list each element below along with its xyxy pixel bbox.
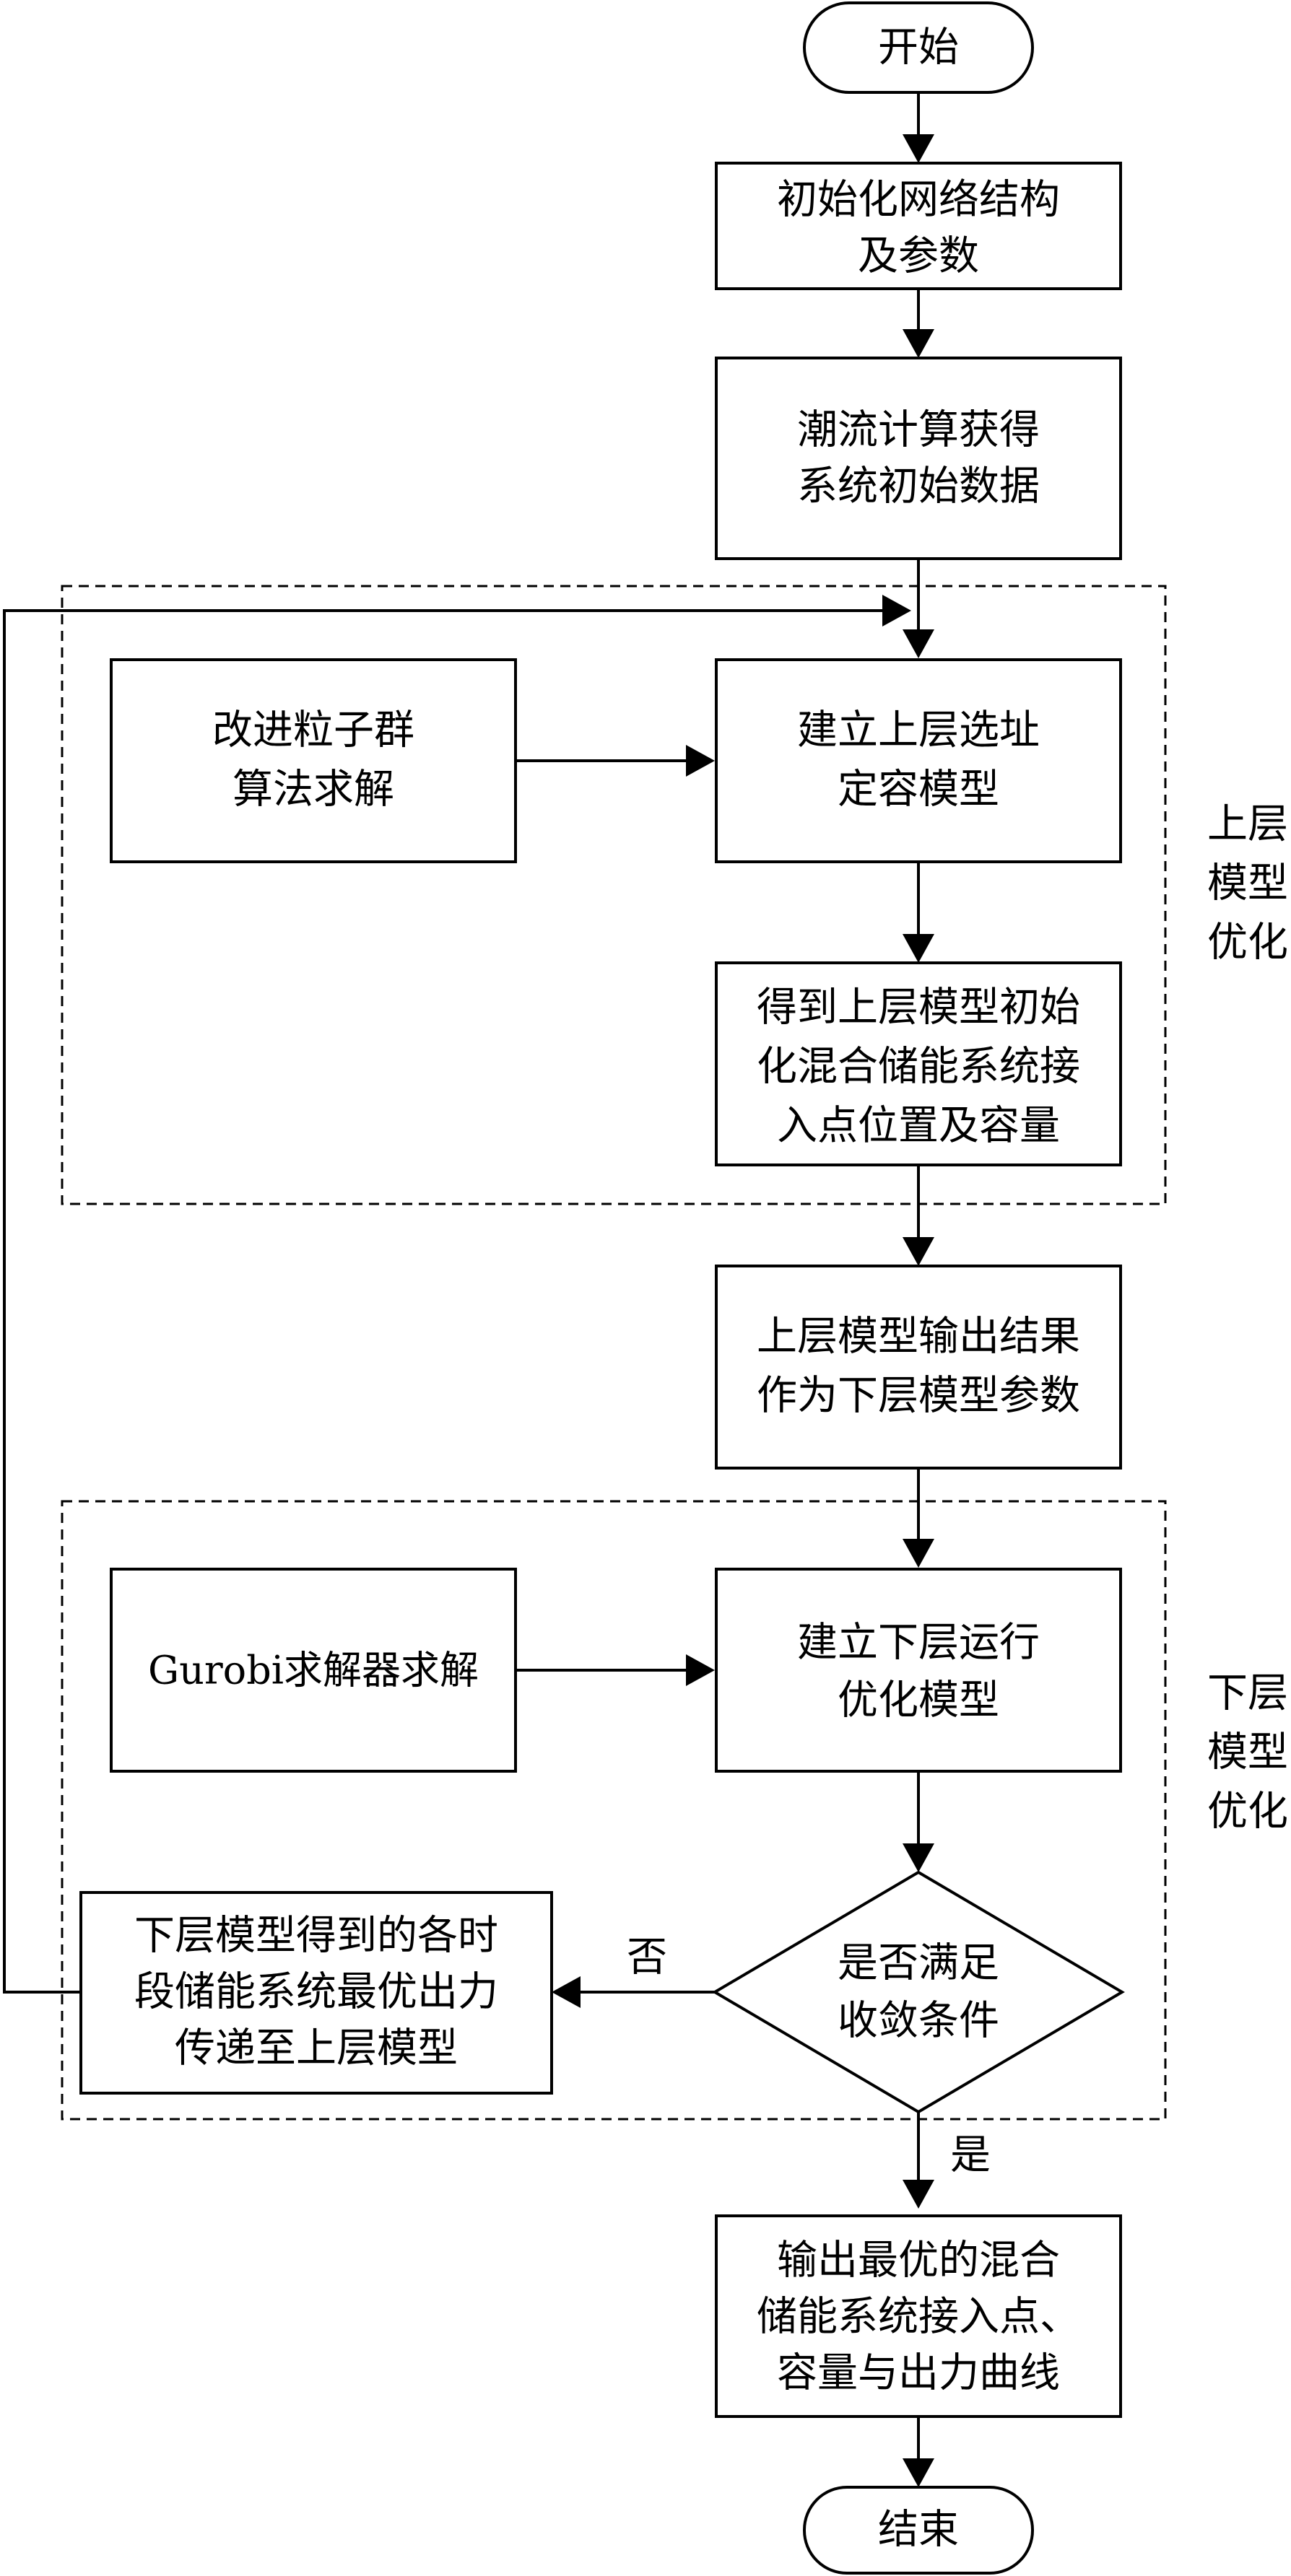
- lower-group-label-line1: 下层: [1207, 1670, 1288, 1717]
- upper-result-label-line1: 得到上层模型初始: [757, 984, 1080, 1031]
- arrowhead: [882, 595, 911, 626]
- pso-label-line1: 改进粒子群: [212, 707, 414, 754]
- power-flow-label-line1: 潮流计算获得: [797, 407, 1040, 454]
- feedback-box: [79, 1891, 553, 2095]
- arrowhead: [903, 2180, 934, 2209]
- arrowhead: [903, 2458, 934, 2487]
- lower-model-box: [715, 1568, 1122, 1773]
- arrowhead: [903, 1843, 934, 1872]
- lower-group-label-line2: 模型: [1207, 1729, 1288, 1776]
- upper-group-label-line1: 上层: [1207, 801, 1288, 848]
- upper-model-label-line2: 定容模型: [838, 767, 999, 813]
- upper-model-label-line1: 建立上层选址: [797, 707, 1040, 754]
- feedback-label-line3: 传递至上层模型: [175, 2025, 458, 2072]
- arrowhead: [903, 1539, 934, 1568]
- start-label: 开始: [878, 25, 959, 71]
- upper-group-label-line3: 优化: [1207, 920, 1288, 966]
- arrowhead: [903, 329, 934, 358]
- arrowhead: [686, 745, 715, 777]
- upper-result-label-line3: 入点位置及容量: [777, 1103, 1060, 1150]
- final-output-label-line3: 容量与出力曲线: [777, 2350, 1060, 2397]
- start-terminal: [803, 1, 1034, 94]
- gurobi-solver-box: [110, 1568, 517, 1773]
- arrowhead: [903, 134, 934, 163]
- upper-result-box: [715, 961, 1122, 1166]
- arrowhead: [903, 629, 934, 658]
- init-box: [715, 162, 1122, 290]
- upper-output-label-line1: 上层模型输出结果: [757, 1314, 1080, 1361]
- lower-model-label-line2: 优化模型: [838, 1677, 999, 1724]
- arrowhead: [552, 1976, 581, 2008]
- edge-label-no: 否: [627, 1934, 667, 1981]
- upper-output-label-line2: 作为下层模型参数: [757, 1373, 1080, 1420]
- feedback-label-line2: 段储能系统最优出力: [134, 1969, 498, 2016]
- init-label-line1: 初始化网络结构: [777, 177, 1060, 224]
- lower-group-label-line3: 优化: [1207, 1789, 1288, 1835]
- upper-output-box: [715, 1265, 1122, 1470]
- final-output-label-line1: 输出最优的混合: [777, 2237, 1060, 2284]
- gurobi-label: Gurobi求解器求解: [148, 1648, 479, 1693]
- pso-solver-box: [110, 658, 517, 863]
- power-flow-label-line2: 系统初始数据: [797, 463, 1040, 510]
- convergence-label-line1: 是否满足: [838, 1940, 999, 1987]
- convergence-decision: [712, 1870, 1125, 2114]
- arrowhead: [903, 1237, 934, 1266]
- arrowhead: [686, 1654, 715, 1686]
- lower-level-group: [61, 1500, 1167, 2121]
- convergence-label-line2: 收敛条件: [838, 1998, 999, 2045]
- pso-label-line2: 算法求解: [232, 767, 394, 813]
- final-output-box: [715, 2214, 1122, 2418]
- power-flow-box: [715, 357, 1122, 560]
- end-label: 结束: [878, 2507, 959, 2554]
- upper-result-label-line2: 化混合储能系统接: [757, 1044, 1080, 1091]
- upper-level-group: [61, 585, 1167, 1205]
- upper-group-label-line2: 模型: [1207, 860, 1288, 907]
- edge-label-yes: 是: [950, 2132, 991, 2179]
- upper-model-box: [715, 658, 1122, 863]
- lower-model-label-line1: 建立下层运行: [797, 1620, 1040, 1667]
- final-output-label-line2: 储能系统接入点、: [757, 2294, 1080, 2341]
- end-terminal: [803, 2486, 1034, 2575]
- edge-feedback-loop: [3, 609, 882, 1994]
- init-label-line2: 及参数: [858, 233, 979, 280]
- arrowhead: [903, 934, 934, 963]
- feedback-label-line1: 下层模型得到的各时: [134, 1913, 498, 1960]
